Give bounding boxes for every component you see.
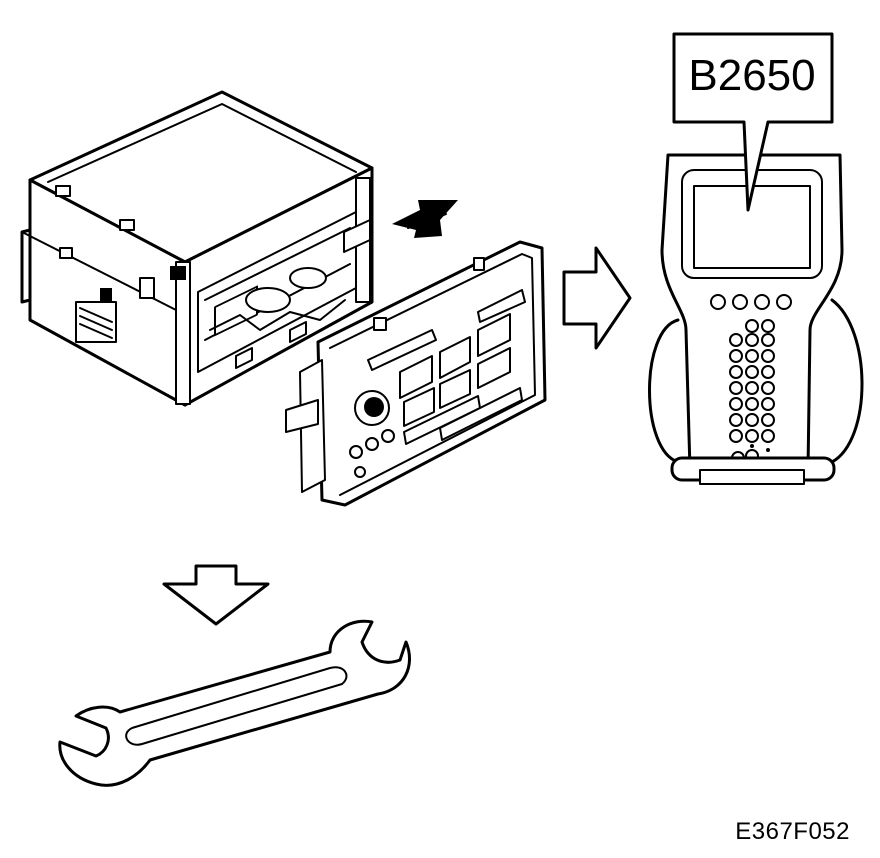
diagnostic-scan-tool-icon [648,32,864,485]
callout-code: B2650 [688,51,815,100]
flow-arrow-right-icon [562,246,632,350]
removal-direction-arrow-icon [392,200,458,238]
radio-unit-icon [20,90,374,407]
radio-front-panel-icon [285,240,547,507]
flow-arrow-down-icon [162,564,270,626]
figure-id: E367F052 [735,818,850,845]
wrench-icon [58,619,411,787]
